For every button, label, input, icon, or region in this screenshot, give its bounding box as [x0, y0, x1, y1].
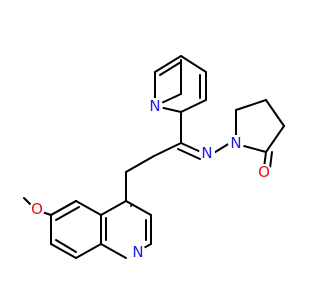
pyrrolidinone-nitrogen-label: N — [230, 134, 241, 152]
bond — [265, 125, 285, 153]
bond — [180, 55, 207, 73]
quinoline-nitrogen-label: N — [132, 243, 143, 261]
bond — [55, 239, 77, 253]
atom-labels: N N N O N O — [29, 97, 272, 261]
bond — [269, 151, 273, 169]
molecule-canvas: N N N O N O — [23, 55, 285, 261]
bond — [125, 155, 155, 173]
bond — [55, 206, 80, 221]
bond — [235, 99, 267, 111]
bond — [177, 148, 201, 160]
bond — [243, 145, 267, 153]
bond — [100, 243, 127, 259]
imine-nitrogen-label: N — [201, 144, 212, 162]
pyridine-ring — [154, 55, 207, 113]
bond — [154, 55, 182, 73]
quinoline-ring-system — [50, 171, 152, 259]
structure-diagram: N N N O N O — [23, 55, 285, 261]
bond — [75, 200, 102, 216]
bond — [180, 99, 207, 113]
bond — [159, 61, 182, 76]
bond — [211, 142, 231, 155]
bond — [125, 200, 152, 216]
pyridine-nitrogen-label: N — [149, 97, 160, 115]
pyrrolidinone-ring — [211, 99, 285, 169]
bond — [153, 142, 182, 157]
imine-link — [125, 111, 204, 173]
bond — [100, 200, 127, 216]
carbonyl-oxygen-label: O — [258, 163, 270, 181]
bond — [75, 243, 102, 259]
bond — [265, 99, 285, 127]
bond — [50, 200, 77, 216]
bond — [50, 243, 77, 259]
methoxy-oxygen-label: O — [31, 200, 43, 218]
